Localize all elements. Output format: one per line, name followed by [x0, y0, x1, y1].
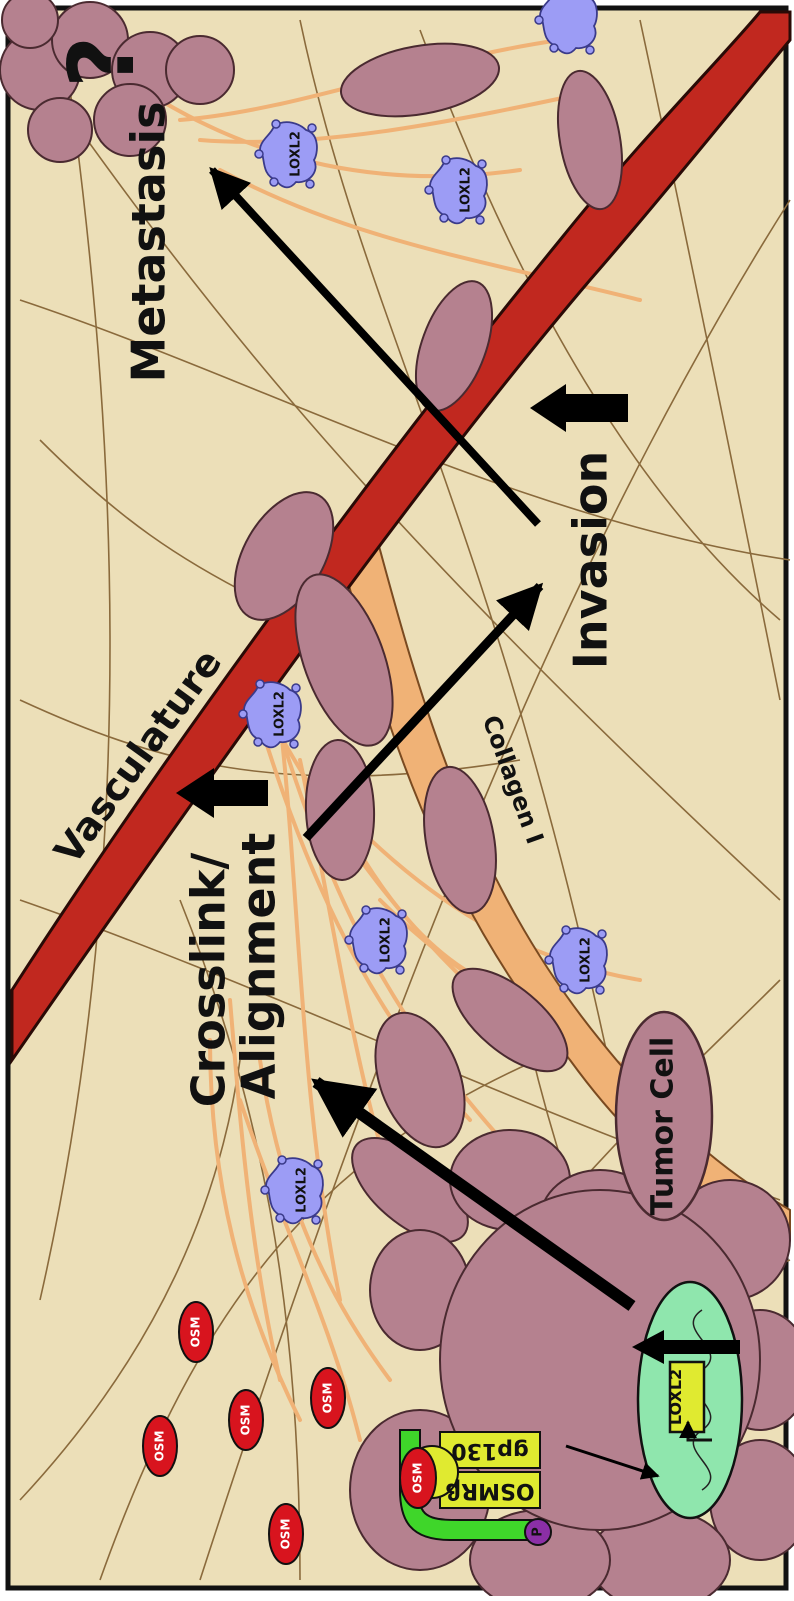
osm-label-4: OSM — [321, 1383, 335, 1414]
osm-label-2: OSM — [153, 1431, 167, 1462]
osm-bound-label: OSM — [411, 1463, 425, 1494]
loxl2-label-7: LOXL2 — [295, 1167, 310, 1213]
loxl2-gene-label: LOXL2 — [666, 1369, 685, 1425]
loxl2-label-4: LOXL2 — [273, 691, 288, 737]
osm-label-3: OSM — [239, 1405, 253, 1436]
gp130-label: gp130 — [451, 1438, 528, 1463]
phosphate-label: P — [531, 1527, 546, 1537]
metastasis-label: Metastasis — [122, 102, 176, 383]
osm-label-5: OSM — [279, 1519, 293, 1550]
tumor-cell-label: Tumor Cell — [646, 1037, 681, 1216]
invasion-label: Invasion — [564, 451, 618, 669]
loxl2-label-6: LOXL2 — [579, 937, 594, 983]
alignment-label: Alignment — [232, 833, 286, 1100]
crosslink-label: Crosslink/ — [182, 853, 236, 1108]
loxl2-label-5: LOXL2 — [379, 917, 394, 963]
osmrb-label: OSMRβ — [445, 1478, 534, 1503]
loxl2-label-1: LOXL2 — [289, 131, 304, 177]
loxl2-label-2: LOXL2 — [459, 167, 474, 213]
osm-label-1: OSM — [189, 1317, 203, 1348]
question-mark: ? — [50, 36, 155, 88]
